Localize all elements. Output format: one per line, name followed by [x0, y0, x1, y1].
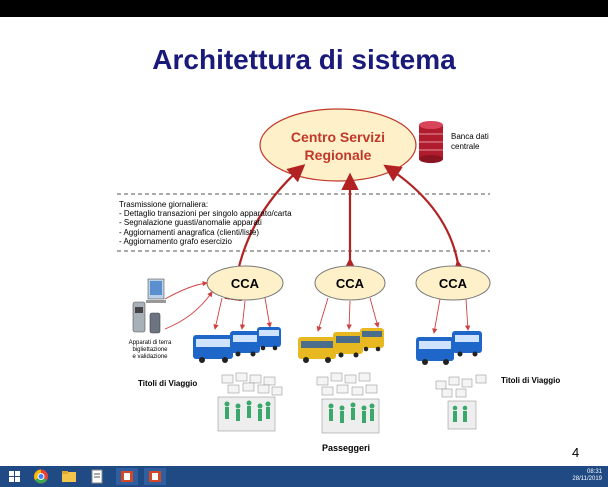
passengers-icon-group-2 [321, 398, 380, 434]
arrow-central-cca3 [383, 164, 469, 279]
system-tray-clock[interactable]: 08:31 28/11/2019 [572, 469, 602, 483]
slide: Architettura di sistema Centro Servizi R… [0, 17, 608, 466]
bus-icon-1-1 [193, 335, 233, 363]
powerpoint-icon[interactable] [144, 468, 166, 485]
bus-icon-2-3 [360, 328, 384, 352]
clock-date: 28/11/2019 [572, 476, 602, 482]
bus-icon-2-1 [298, 337, 336, 363]
arrow-terminal-cca1-b [164, 291, 213, 330]
bus-icon-1-2 [230, 331, 260, 357]
transmission-item: - Dettaglio transazioni per singolo appa… [119, 209, 292, 219]
tickets-label-left: Titoli di Viaggio [138, 379, 198, 388]
database-icon [419, 121, 443, 163]
database-label-line1: Banca dati [451, 132, 489, 141]
tickets-icon-group-3 [435, 374, 487, 398]
cca-node-2 [314, 265, 386, 301]
clock-time: 08:31 [586, 469, 602, 475]
tickets-label-right: Titoli di Viaggio [501, 376, 561, 385]
central-services-ellipse [259, 108, 417, 182]
arrow-cca3-bus2 [465, 298, 471, 331]
bus-icon-1-3 [257, 327, 281, 351]
database-label-line2: centrale [451, 142, 480, 151]
validator-icon [132, 301, 161, 334]
arrow-cca1-bus1 [213, 297, 223, 330]
tickets-icon-group-1 [221, 372, 283, 396]
tickets-icon-group-2 [316, 372, 378, 396]
cca-label-3: CCA [439, 276, 468, 291]
bus-icon-3-1 [416, 337, 454, 365]
computer-icon [146, 278, 166, 303]
transmission-item: - Segnalazione guasti/anomalie apparati [119, 218, 262, 228]
central-node-line1: Centro Servizi [291, 129, 385, 145]
bus-icon-3-2 [452, 331, 482, 357]
arrow-cca1-bus3 [264, 297, 272, 328]
transmission-item: - Aggiornamento grafo esercizio [119, 236, 232, 246]
arrow-cca3-bus1 [432, 298, 441, 334]
passengers-icon-group-1 [217, 396, 276, 432]
arrow-cca2-bus1 [316, 297, 329, 332]
powerpoint-icon[interactable] [116, 468, 138, 485]
transmission-info: Trasmissione giornaliera: - Dettaglio tr… [119, 200, 292, 246]
arrow-terminal-cca1-a [164, 280, 208, 300]
taskbar: 08:31 28/11/2019 [0, 466, 608, 487]
cca-label-2: CCA [336, 276, 365, 291]
architecture-diagram: Centro Servizi Regionale Banca dati cent… [117, 108, 491, 434]
transmission-item: - Aggiornamenti anagrafica (clienti/list… [119, 227, 260, 237]
central-node-line2: Regionale [305, 147, 372, 163]
cca-node-3 [415, 265, 491, 301]
arrow-cca1-bus2 [239, 300, 246, 330]
passengers-label: Passeggeri [322, 443, 371, 453]
windows-start-icon[interactable] [4, 468, 26, 485]
file-explorer-icon[interactable] [58, 468, 80, 485]
bus-icon-2-2 [333, 332, 363, 358]
page-number: 4 [572, 445, 580, 460]
arrow-cca2-bus2 [346, 300, 352, 330]
transmission-heading: Trasmissione giornaliera: [119, 200, 209, 209]
cca-label-1: CCA [231, 276, 260, 291]
passengers-icon-group-3 [447, 400, 477, 430]
document-icon[interactable] [86, 468, 108, 485]
arrow-cca2-bus3 [369, 297, 380, 328]
terminal-label: Apparati di terra bigliettazione e valid… [128, 340, 172, 360]
slide-title: Architettura di sistema [152, 44, 456, 75]
chrome-icon[interactable] [30, 468, 52, 485]
